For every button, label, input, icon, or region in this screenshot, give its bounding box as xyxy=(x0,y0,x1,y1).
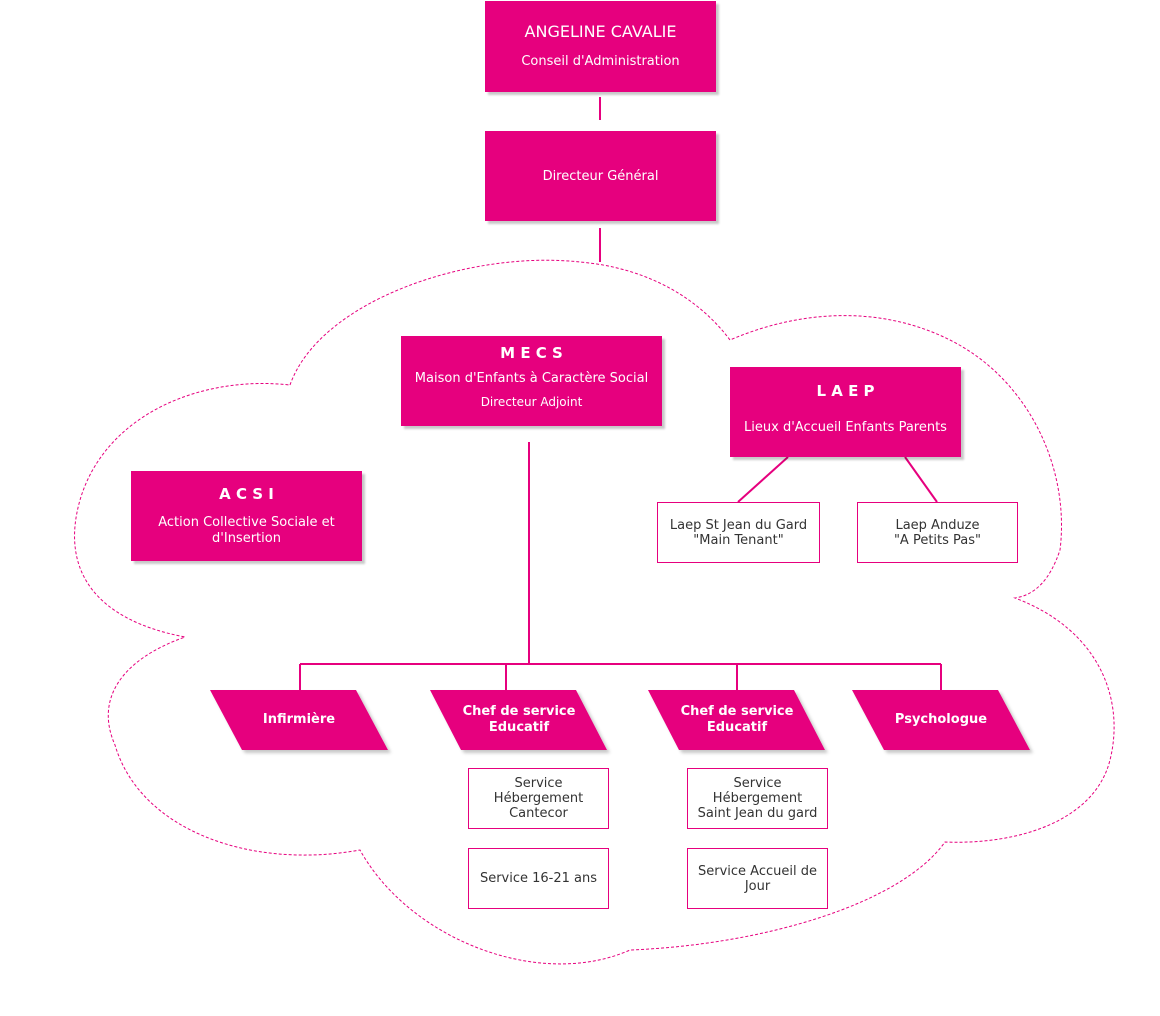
director-box: Directeur Général xyxy=(485,131,716,221)
service-16-21-line1: Service 16-21 ans xyxy=(479,871,598,886)
board-role: Conseil d'Administration xyxy=(521,54,680,69)
laep-site-stjean-line2: "Main Tenant" xyxy=(693,532,784,548)
acsi-full-line2: d'Insertion xyxy=(212,531,281,546)
service-hebergement-stjean: Service Hébergement Saint Jean du gard xyxy=(687,768,828,829)
staff-infirmiere-label: Infirmière xyxy=(262,712,336,727)
service-cantecor-line2: Hébergement xyxy=(493,791,584,806)
staff-psychologue: Psychologue xyxy=(868,690,1014,750)
psychologue-shape xyxy=(852,690,1030,750)
staff-chef-left-line1: Chef de service xyxy=(462,704,576,719)
laep-to-anduze-line xyxy=(904,456,938,503)
service-stjean-line1: Service xyxy=(733,776,782,791)
service-accueil-line1: Service Accueil de xyxy=(698,863,817,879)
acsi-full-line1: Action Collective Sociale et xyxy=(158,515,335,530)
staff-shapes xyxy=(210,690,1030,750)
service-hebergement-cantecor: Service Hébergement Cantecor xyxy=(468,768,609,829)
infirmiere-shape xyxy=(210,690,388,750)
staff-infirmiere: Infirmière xyxy=(226,690,372,750)
laep-full-name: Lieux d'Accueil Enfants Parents xyxy=(744,420,947,435)
service-cantecor-line1: Service xyxy=(514,776,563,791)
staff-chef-right-line1: Chef de service xyxy=(680,704,794,719)
staff-chef-service-right: Chef de service Educatif xyxy=(664,690,810,750)
cloud-boundary xyxy=(74,259,1115,965)
director-title: Directeur Général xyxy=(542,168,659,184)
service-cantecor-line3: Cantecor xyxy=(509,806,568,821)
staff-chef-right-line2: Educatif xyxy=(706,720,768,735)
laep-site-anduze-line1: Laep Anduze xyxy=(895,517,980,533)
board-box: ANGELINE CAVALIE Conseil d'Administratio… xyxy=(485,1,716,92)
mecs-box: M E C S Maison d'Enfants à Caractère Soc… xyxy=(401,336,662,426)
staff-chef-service-left: Chef de service Educatif xyxy=(446,690,592,750)
mecs-full-name: Maison d'Enfants à Caractère Social xyxy=(414,371,649,386)
service-stjean-line2: Hébergement xyxy=(712,791,803,806)
connector-lines xyxy=(299,97,942,690)
mecs-acronym: M E C S xyxy=(500,344,563,362)
chef-service-left-shape xyxy=(430,690,607,750)
laep-site-stjean: Laep St Jean du Gard "Main Tenant" xyxy=(657,502,820,563)
laep-box: L A E P Lieux d'Accueil Enfants Parents xyxy=(730,367,961,457)
laep-to-stjean-line xyxy=(737,456,789,503)
mecs-subtitle: Directeur Adjoint xyxy=(480,395,583,409)
laep-acronym: L A E P xyxy=(816,382,875,400)
acsi-box: A C S I Action Collective Sociale et d'I… xyxy=(131,471,362,561)
service-accueil-jour: Service Accueil de Jour xyxy=(687,848,828,909)
chef-service-right-shape xyxy=(648,690,825,750)
laep-site-anduze-line2: "A Petits Pas" xyxy=(893,532,982,548)
laep-site-anduze: Laep Anduze "A Petits Pas" xyxy=(857,502,1018,563)
service-accueil-line2: Jour xyxy=(744,878,771,894)
laep-site-stjean-line1: Laep St Jean du Gard xyxy=(669,517,808,533)
staff-chef-left-line2: Educatif xyxy=(488,720,550,735)
service-16-21: Service 16-21 ans xyxy=(468,848,609,909)
acsi-acronym: A C S I xyxy=(219,485,274,503)
board-name: ANGELINE CAVALIE xyxy=(524,22,677,41)
service-stjean-line3: Saint Jean du gard xyxy=(697,806,818,821)
staff-psychologue-label: Psychologue xyxy=(894,712,988,727)
